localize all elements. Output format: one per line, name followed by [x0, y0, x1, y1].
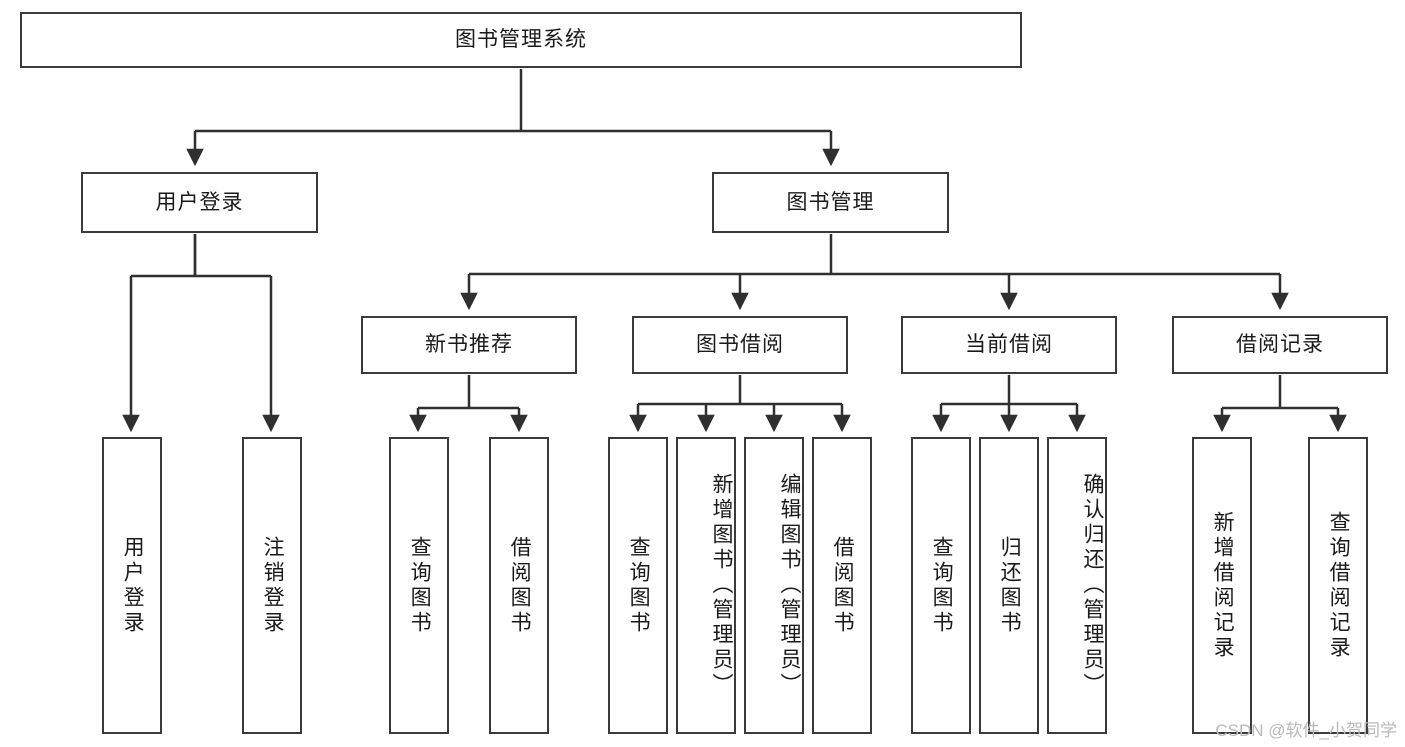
csdn-watermark: CSDN @软件_小贺同学: [1215, 721, 1397, 740]
node-root[interactable]: 图书管理系统: [20, 12, 1022, 68]
node-leaf-user-logout[interactable]: 注销登录: [242, 437, 302, 734]
node-root-label: 图书管理系统: [455, 28, 587, 52]
node-new-book-recommend[interactable]: 新书推荐: [361, 316, 577, 374]
node-book-borrow[interactable]: 图书借阅: [632, 316, 848, 374]
node-leaf-borrow-book-1[interactable]: 借阅图书: [489, 437, 549, 734]
node-leaf-query-book-1-label: 查询图书: [408, 535, 432, 636]
node-leaf-add-book[interactable]: 新增图书（管理员）: [676, 437, 736, 734]
node-borrow-record-label: 借阅记录: [1236, 333, 1324, 357]
node-leaf-add-record[interactable]: 新增借阅记录: [1192, 437, 1252, 734]
node-leaf-query-book-2-label: 查询图书: [627, 535, 651, 636]
node-leaf-query-record[interactable]: 查询借阅记录: [1308, 437, 1368, 734]
node-book-borrow-label: 图书借阅: [696, 333, 784, 357]
node-user-login-label: 用户登录: [155, 190, 244, 214]
node-leaf-return-book-label: 归还图书: [998, 535, 1022, 636]
node-leaf-borrow-book-2-label: 借阅图书: [831, 535, 855, 636]
node-book-manage[interactable]: 图书管理: [712, 172, 949, 233]
node-borrow-record[interactable]: 借阅记录: [1172, 316, 1388, 374]
node-leaf-add-book-label: 新增图书（管理员）: [710, 473, 733, 698]
node-current-borrow-label: 当前借阅: [965, 333, 1053, 357]
node-leaf-query-record-label: 查询借阅记录: [1327, 510, 1351, 661]
node-current-borrow[interactable]: 当前借阅: [901, 316, 1117, 374]
node-leaf-user-logout-label: 注销登录: [261, 535, 285, 636]
node-leaf-borrow-book-1-label: 借阅图书: [508, 535, 532, 636]
node-book-manage-label: 图书管理: [786, 190, 875, 214]
node-leaf-return-book[interactable]: 归还图书: [979, 437, 1039, 734]
node-leaf-user-login-label: 用户登录: [121, 535, 145, 636]
node-leaf-query-book-2[interactable]: 查询图书: [608, 437, 668, 734]
node-leaf-user-login[interactable]: 用户登录: [102, 437, 162, 734]
node-leaf-query-book-3[interactable]: 查询图书: [911, 437, 971, 734]
node-leaf-edit-book[interactable]: 编辑图书（管理员）: [744, 437, 804, 734]
node-leaf-edit-book-label: 编辑图书（管理员）: [778, 473, 801, 698]
node-user-login[interactable]: 用户登录: [81, 172, 318, 233]
node-new-book-recommend-label: 新书推荐: [425, 333, 513, 357]
node-leaf-add-record-label: 新增借阅记录: [1211, 510, 1235, 661]
node-leaf-query-book-3-label: 查询图书: [930, 535, 954, 636]
node-leaf-confirm-return-label: 确认归还（管理员）: [1081, 473, 1104, 698]
node-leaf-borrow-book-2[interactable]: 借阅图书: [812, 437, 872, 734]
node-leaf-confirm-return[interactable]: 确认归还（管理员）: [1047, 437, 1107, 734]
node-leaf-query-book-1[interactable]: 查询图书: [389, 437, 449, 734]
